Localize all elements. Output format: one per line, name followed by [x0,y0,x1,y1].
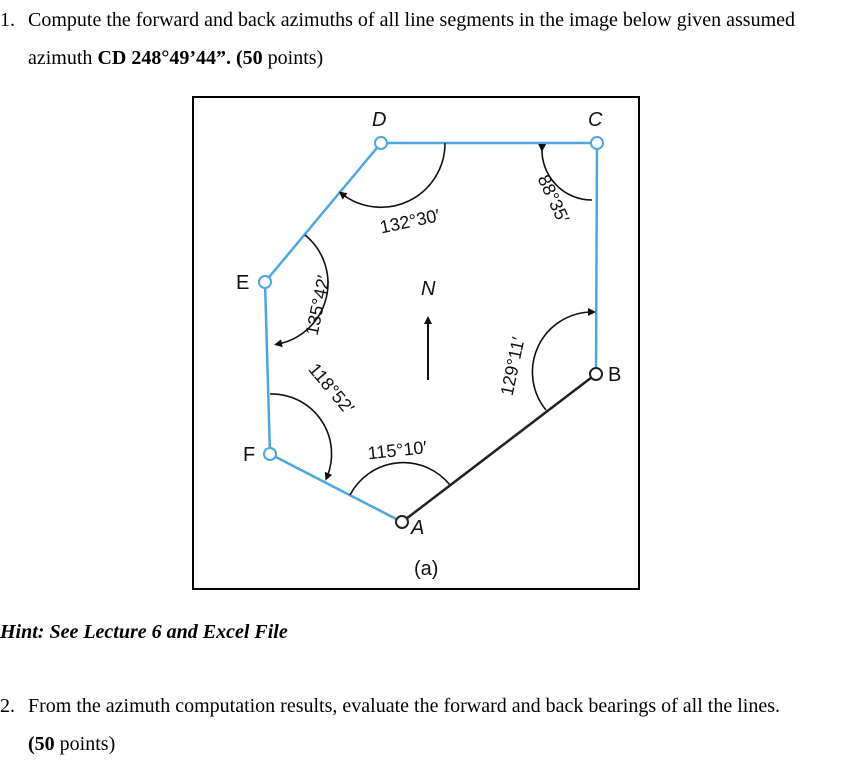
line-ba [401,373,597,523]
traverse-figure: D C B A F E 132°30′ 88°35′ 135°42′ 129°1… [192,96,640,590]
given-azimuth: CD 248°49’44”. [97,47,231,69]
question-1-text-line2: azimuth CD 248°49’44”. (50 points) [28,46,323,70]
label-a: A [410,517,424,539]
angle-arc-e [274,234,329,348]
label-b: B [608,364,621,386]
label-e: E [236,272,249,294]
label-f: F [243,444,255,466]
north-label: N [421,278,436,300]
angle-arc-a [349,461,451,496]
question-2-points: points) [54,733,116,755]
angle-arc-b [531,308,596,411]
question-1-points: points) [262,47,324,69]
question-1-points-open: (50 [235,47,263,69]
line-af [269,452,403,524]
line-ed [264,142,382,283]
question-2-points-open: (50 [28,733,55,755]
question-2-number: 2. [0,695,15,717]
question-2-text-line2: (50 points) [28,732,115,756]
hint-text: Hint: See Lecture 6 and Excel File [0,621,288,643]
line-fe [263,281,272,455]
station-b-marker [589,367,603,381]
station-a-marker [395,515,409,529]
question-1-number: 1. [0,9,15,31]
question-2-text: From the azimuth computation results, ev… [28,695,780,717]
traverse-diagram: D C B A F E 132°30′ 88°35′ 135°42′ 129°1… [192,96,640,590]
station-f-marker [263,447,277,461]
angle-arc-f [269,393,333,481]
station-c-marker [590,136,604,150]
line-cb [594,142,599,375]
question-1-prefix: azimuth [28,47,98,69]
angle-arc-d [338,142,446,208]
station-e-marker [258,275,272,289]
angle-arc-c [538,143,593,201]
label-c: C [588,109,603,131]
label-d: D [372,109,386,131]
figure-caption: (a) [414,558,438,580]
figure-border [192,96,640,590]
station-d-marker [374,136,388,150]
question-1-text: Compute the forward and back azimuths of… [28,9,796,31]
